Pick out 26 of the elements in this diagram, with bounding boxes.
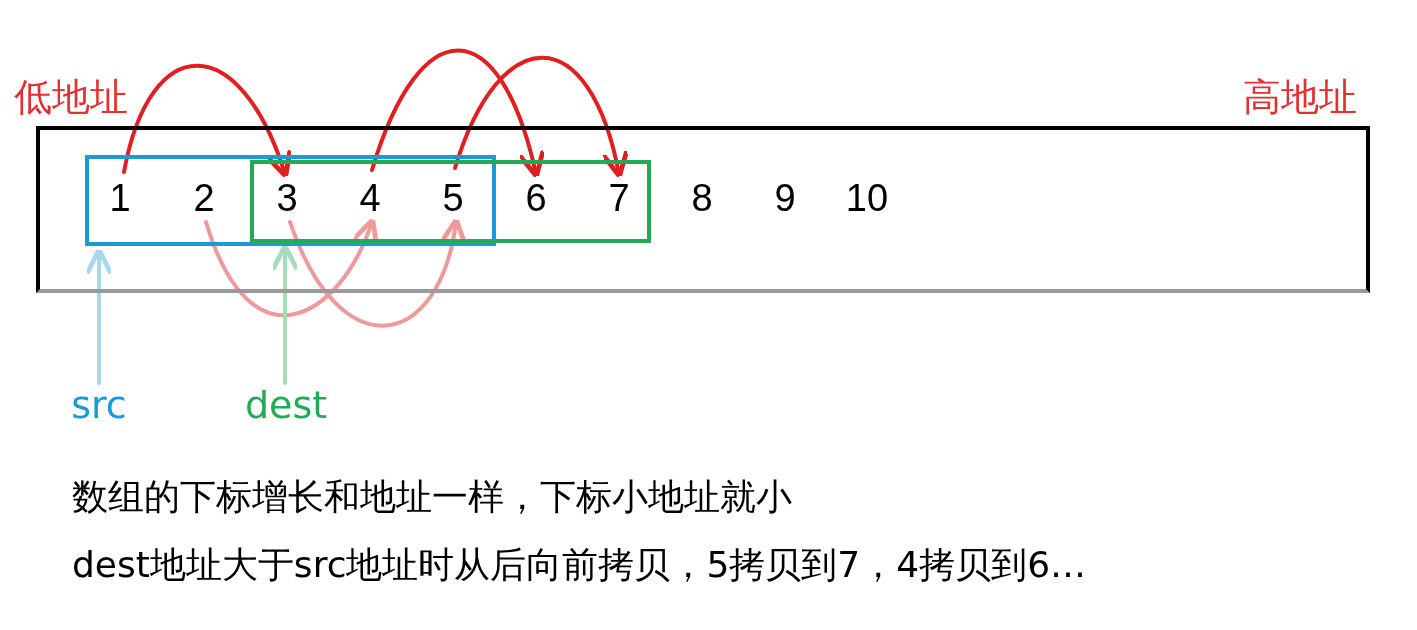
- index-number: 1: [104, 176, 136, 220]
- note-text: dest地址大于src地址时从后向前拷贝，5拷贝到7，4拷贝到6…: [72, 543, 1087, 587]
- index-number: 8: [686, 176, 718, 220]
- range-box: [250, 160, 651, 243]
- note-text: 数组的下标增长和地址一样，下标小地址就小: [72, 475, 792, 519]
- copy-arrow: [122, 63, 292, 179]
- index-number: 2: [188, 176, 220, 220]
- memory-bar: [36, 126, 1370, 293]
- index-number: 6: [520, 176, 552, 220]
- range-box: [85, 155, 496, 246]
- leader-arrow: [84, 247, 114, 385]
- address-label: 低地址: [14, 74, 128, 121]
- index-number: 3: [271, 176, 303, 220]
- copy-arrow: [453, 55, 629, 179]
- address-label: 高地址: [1243, 74, 1357, 121]
- copy-arrow: [204, 217, 378, 317]
- index-number: 9: [769, 176, 801, 220]
- leader-arrow: [270, 243, 300, 385]
- copy-arrow: [288, 217, 467, 328]
- copy-arrow: [370, 48, 545, 179]
- index-number: 4: [354, 176, 386, 220]
- range-label: dest: [240, 383, 332, 427]
- index-number: 7: [603, 176, 635, 220]
- index-number: 10: [840, 176, 894, 220]
- index-number: 5: [437, 176, 469, 220]
- range-label: src: [66, 383, 132, 427]
